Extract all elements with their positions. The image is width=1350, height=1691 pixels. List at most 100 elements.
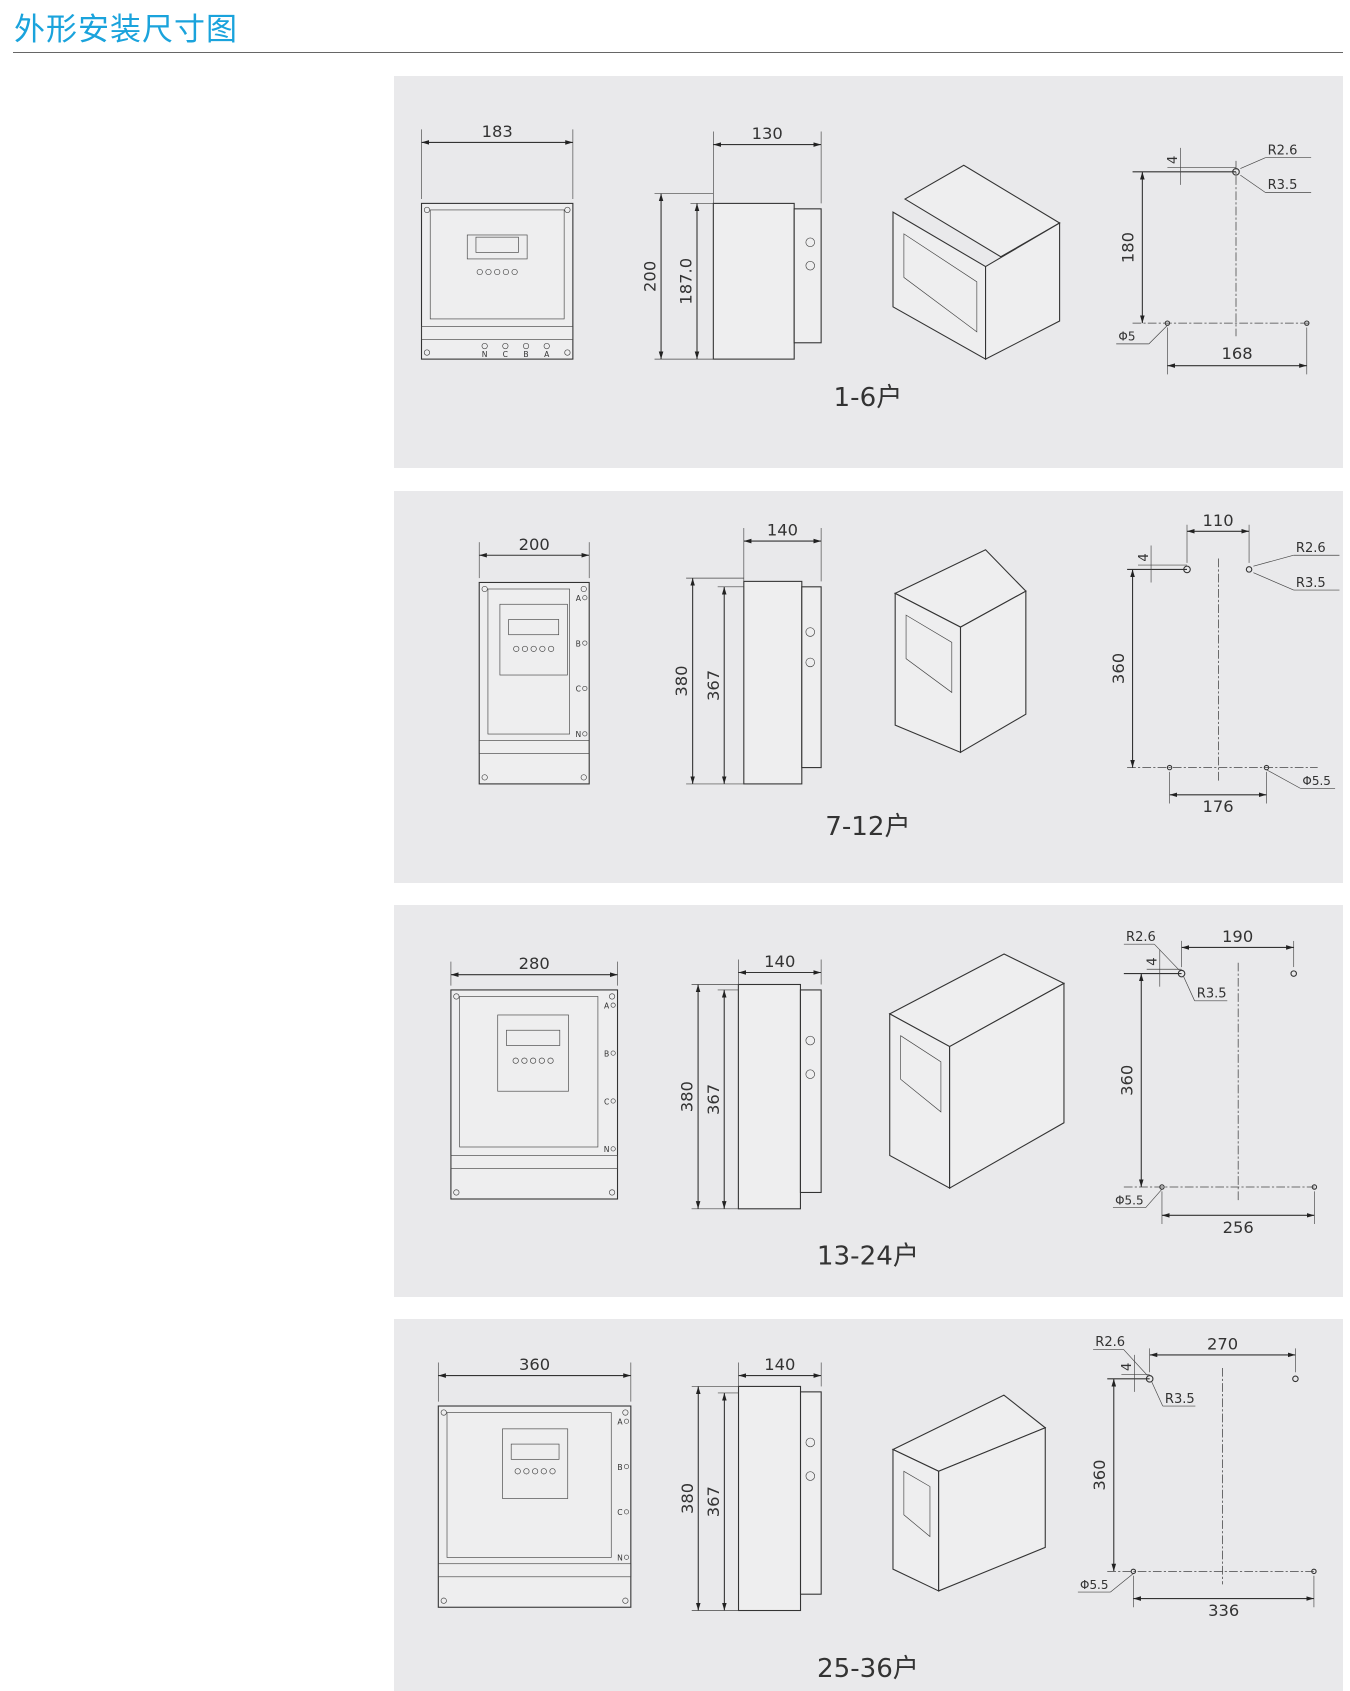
mounting-diagram [1159,969,1318,1190]
terminal-label: A [544,350,550,359]
terminal [582,731,588,737]
outer-height-label: 380 [678,1483,697,1514]
button [513,645,520,652]
screw-icon [580,774,587,781]
terminal-label: B [523,350,528,359]
radius-large-label: R3.5 [1268,178,1298,193]
button [485,268,492,276]
side-depth-label: 140 [764,952,795,971]
screw-icon [423,206,431,213]
leader [1253,554,1294,567]
side-flange [799,1391,822,1595]
iso-display [903,233,978,333]
lcd-screen [475,236,519,253]
button [547,1057,554,1064]
panel-caption: 13-24户 [817,1241,919,1271]
top-width-label: 270 [1207,1334,1238,1353]
top-width-label: 110 [1202,511,1233,530]
terminal [623,1464,629,1470]
mount-height-label: 360 [1109,653,1128,684]
front-cover [487,588,570,735]
leader [1110,1573,1134,1593]
screw-icon [423,349,431,356]
terminal-strip [478,740,590,754]
side-view [737,983,822,1210]
iso-side-face [985,222,1061,361]
front-cover [429,209,565,320]
inner-height-label: 187.0 [677,258,696,305]
display-panel [497,1014,569,1092]
outer-height-label: 380 [672,665,691,696]
button [532,1468,539,1475]
terminal-label: N [482,350,488,359]
terminal-label: B [576,639,581,648]
lcd-screen [506,1029,561,1046]
iso-front-face [892,1448,940,1592]
terminal-label: A [617,1418,623,1427]
mounting-diagram [1130,1375,1317,1575]
iso-side-face [938,1426,1046,1592]
display-panel [502,1428,569,1499]
leader [1148,325,1168,345]
screw-icon [440,1597,447,1604]
terminal [481,342,488,350]
button [530,1057,537,1064]
front-body [450,989,619,1200]
button [539,645,546,652]
terminal-label: B [617,1463,622,1472]
terminal [543,342,550,350]
front-body [437,1405,632,1608]
terminal [522,342,530,350]
radius-small-label: R2.6 [1095,1335,1125,1350]
panel-caption: 1-6户 [834,383,903,413]
radius-small-label: R2.6 [1296,541,1326,556]
bottom-width-label: 336 [1208,1601,1239,1620]
side-depth-label: 140 [764,1355,795,1374]
inner-height-label: 367 [704,670,723,701]
mounting-hole-top [1245,566,1253,573]
side-depth-label: 130 [752,124,783,143]
button [549,1468,556,1475]
screw-icon [609,1189,616,1196]
leader [1266,769,1301,789]
terminal-label: C [576,685,581,694]
front-body [420,202,574,360]
isometric-view [891,1394,1047,1592]
front-body [478,581,590,785]
gap-label: 4 [1137,553,1152,561]
terminal-label: N [604,1145,610,1154]
hole-diameter-label: Φ5.5 [1080,1578,1108,1592]
terminal-label: A [576,594,582,603]
terminal [623,1509,629,1515]
leader [1183,976,1195,1001]
side-body [737,1385,802,1612]
mounting-hole-top [1290,970,1297,977]
isometric-view [888,953,1066,1190]
button [538,1057,545,1064]
bottom-width-label: 168 [1222,344,1253,363]
side-depth-label: 140 [767,521,798,540]
button [514,1468,521,1475]
terminal [623,1554,629,1560]
leader [1151,1381,1164,1407]
iso-display [903,1470,931,1538]
terminal-strip [450,1155,618,1169]
iso-side-face [959,590,1027,754]
front-width-label: 360 [519,1355,550,1374]
top-width-label: 190 [1222,927,1253,946]
mounting-diagram [1166,565,1270,771]
display-panel [499,603,568,676]
side-view [712,202,822,360]
screw-icon [564,349,571,356]
leader [1145,1188,1163,1208]
radius-small-label: R2.6 [1268,143,1298,158]
isometric-view [893,549,1027,754]
side-flange [793,208,822,344]
radius-large-label: R3.5 [1165,1392,1195,1407]
